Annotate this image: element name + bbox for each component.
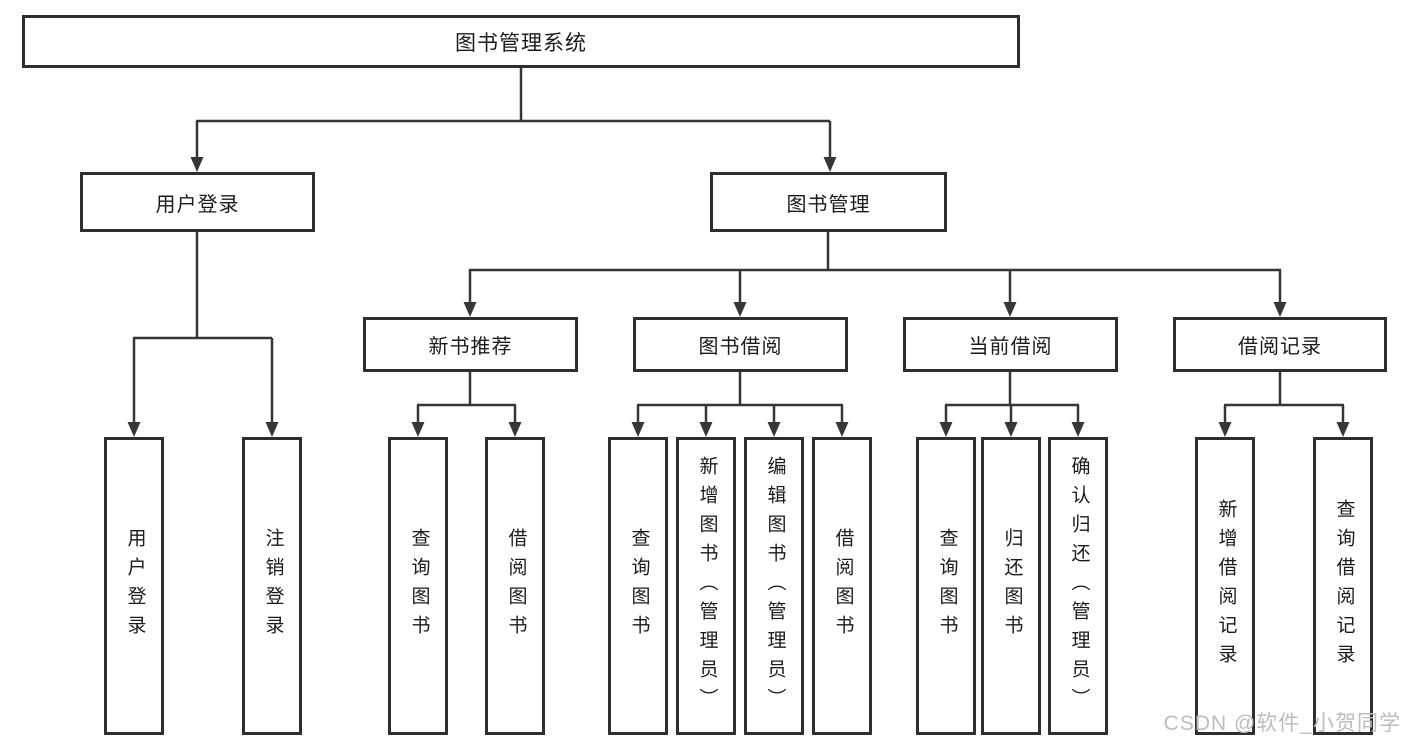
leaf-borrow-edit-books-admin: 编辑图书（管理员） (744, 437, 804, 735)
leaf-record-query-borrow-record: 查询借阅记录 (1313, 437, 1373, 735)
leaf-borrow-borrow-books: 借阅图书 (812, 437, 872, 735)
leaf-logout: 注销登录 (242, 437, 302, 735)
node-root-system: 图书管理系统 (22, 15, 1020, 68)
leaf-current-query-books: 查询图书 (916, 437, 976, 735)
node-current-borrow: 当前借阅 (903, 317, 1118, 372)
node-book-borrow-label: 图书借阅 (698, 336, 783, 358)
leaf-newbook-query-books-label: 查询图书 (408, 528, 430, 644)
node-new-book-recommend-label: 新书推荐 (428, 336, 513, 358)
csdn-watermark: CSDN @软件_小贺同学 (1163, 712, 1401, 735)
node-borrow-record: 借阅记录 (1173, 317, 1387, 372)
node-user-login-group: 用户登录 (80, 172, 315, 232)
leaf-borrow-query-books: 查询图书 (608, 437, 668, 735)
leaf-borrow-add-books-admin: 新增图书（管理员） (676, 437, 736, 735)
leaf-record-add-borrow-record-label: 新增借阅记录 (1215, 499, 1237, 673)
leaf-newbook-borrow-books-label: 借阅图书 (505, 528, 527, 644)
leaf-record-add-borrow-record: 新增借阅记录 (1195, 437, 1255, 735)
leaf-current-return-books-label: 归还图书 (1001, 528, 1023, 644)
node-book-management-group: 图书管理 (710, 172, 947, 232)
leaf-borrow-edit-books-admin-label: 编辑图书（管理员） (764, 455, 786, 717)
leaf-current-confirm-return-admin-label: 确认归还（管理员） (1068, 455, 1090, 717)
node-book-borrow: 图书借阅 (633, 317, 848, 372)
leaf-borrow-add-books-admin-label: 新增图书（管理员） (696, 455, 718, 717)
node-current-borrow-label: 当前借阅 (968, 336, 1053, 358)
leaf-current-return-books: 归还图书 (981, 437, 1041, 735)
leaf-borrow-query-books-label: 查询图书 (628, 528, 650, 644)
node-book-management-label: 图书管理 (786, 193, 871, 216)
leaf-current-query-books-label: 查询图书 (936, 528, 958, 644)
node-user-login-group-label: 用户登录 (155, 193, 240, 216)
leaf-record-query-borrow-record-label: 查询借阅记录 (1333, 499, 1355, 673)
node-new-book-recommend: 新书推荐 (363, 317, 578, 372)
node-root-label: 图书管理系统 (455, 31, 587, 55)
node-borrow-record-label: 借阅记录 (1238, 336, 1322, 358)
leaf-logout-label: 注销登录 (262, 528, 284, 644)
leaf-current-confirm-return-admin: 确认归还（管理员） (1048, 437, 1108, 735)
leaf-borrow-borrow-books-label: 借阅图书 (832, 528, 854, 644)
leaf-newbook-query-books: 查询图书 (388, 437, 448, 735)
leaf-user-login-label: 用户登录 (124, 528, 146, 644)
leaf-newbook-borrow-books: 借阅图书 (485, 437, 545, 735)
leaf-user-login: 用户登录 (104, 437, 164, 735)
